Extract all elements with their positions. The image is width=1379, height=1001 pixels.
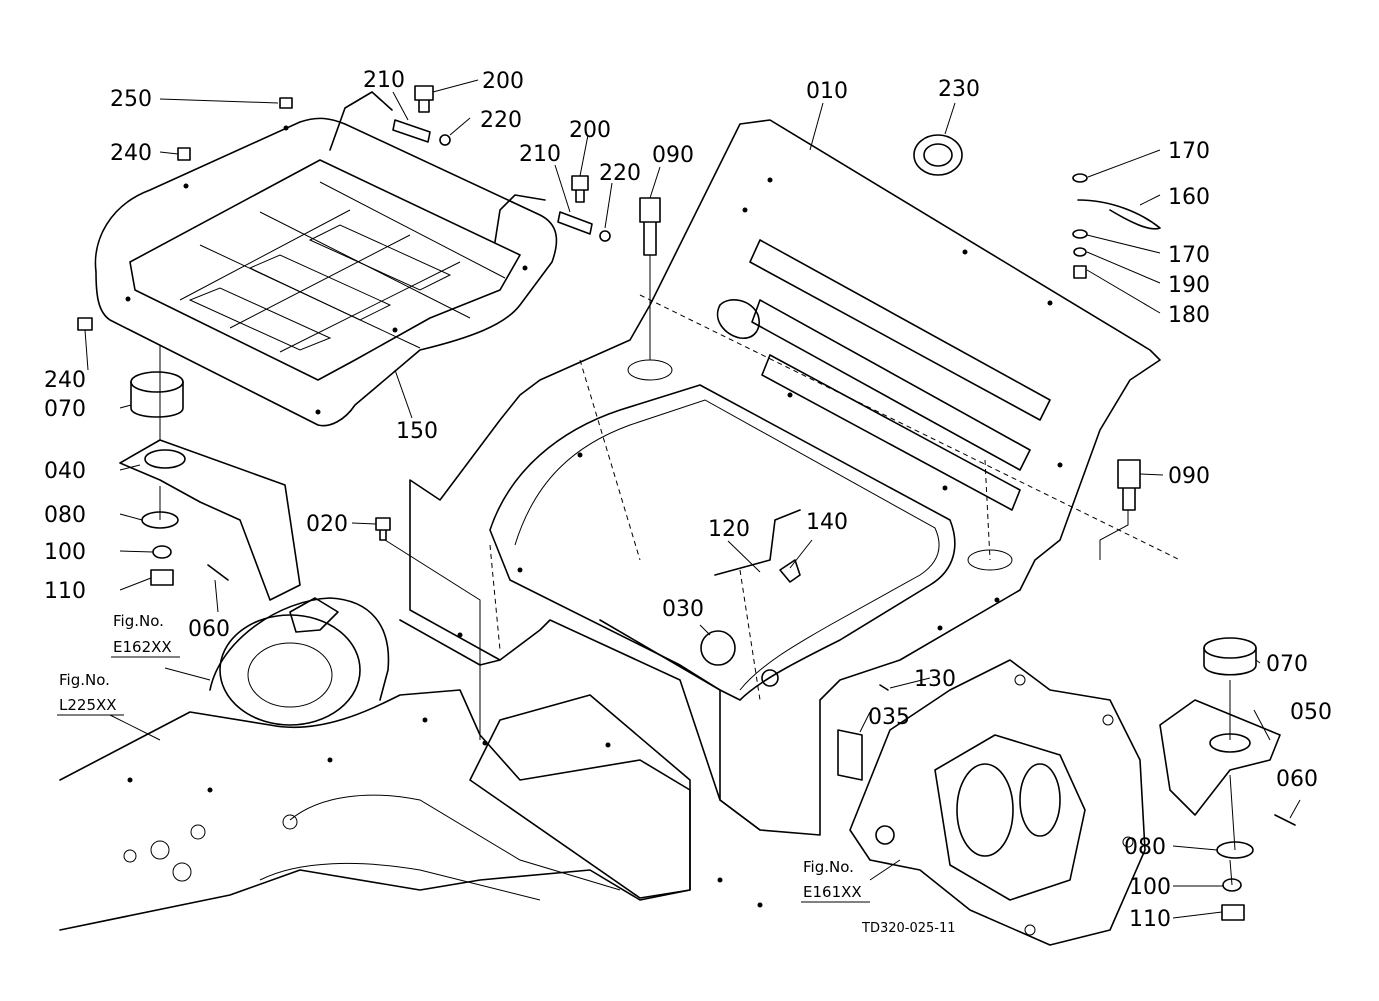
callout-110: 110 xyxy=(44,579,86,604)
callout-250: 250 xyxy=(110,87,152,112)
floor-frame xyxy=(59,689,763,931)
callout-240: 240 xyxy=(44,368,86,393)
callout-210: 210 xyxy=(363,68,405,93)
callout-080: 080 xyxy=(44,503,86,528)
callout-060: 060 xyxy=(1276,767,1318,792)
callout-labels: 250 210 200 220 240 200 210 220 090 010 … xyxy=(44,68,1332,932)
flywheel-housing xyxy=(209,597,390,726)
callout-040: 040 xyxy=(44,459,86,484)
callout-120: 120 xyxy=(708,517,750,542)
callout-090: 090 xyxy=(1168,464,1210,489)
fig-ref-code: E162XX xyxy=(113,638,172,656)
transmission-case xyxy=(849,659,1146,946)
callout-220: 220 xyxy=(480,108,522,133)
drawing-code: TD320-025-11 xyxy=(861,921,956,936)
deck-010 xyxy=(399,119,1181,836)
callout-160: 160 xyxy=(1168,185,1210,210)
callout-060: 060 xyxy=(188,617,230,642)
callout-240: 240 xyxy=(110,141,152,166)
callout-110: 110 xyxy=(1129,907,1171,932)
callout-170: 170 xyxy=(1168,243,1210,268)
leader-lines xyxy=(84,79,1301,919)
callout-080: 080 xyxy=(1124,835,1166,860)
callout-050: 050 xyxy=(1290,700,1332,725)
callout-230: 230 xyxy=(938,77,980,102)
callout-070: 070 xyxy=(1266,652,1308,677)
callout-100: 100 xyxy=(1129,875,1171,900)
callout-150: 150 xyxy=(396,419,438,444)
fig-ref-code: E161XX xyxy=(803,883,862,901)
callout-180: 180 xyxy=(1168,303,1210,328)
fig-ref-label: Fig.No. xyxy=(113,612,164,630)
callout-200: 200 xyxy=(569,118,611,143)
callout-020: 020 xyxy=(306,512,348,537)
callout-210: 210 xyxy=(519,142,561,167)
callout-070: 070 xyxy=(44,397,86,422)
callout-010: 010 xyxy=(806,79,848,104)
callout-035: 035 xyxy=(868,705,910,730)
cargo-rack-150 xyxy=(94,91,558,427)
fig-ref-label: Fig.No. xyxy=(803,858,854,876)
callout-190: 190 xyxy=(1168,273,1210,298)
callout-170: 170 xyxy=(1168,139,1210,164)
hardware-parts xyxy=(77,85,1296,921)
callout-220: 220 xyxy=(599,161,641,186)
callout-100: 100 xyxy=(44,540,86,565)
callout-200: 200 xyxy=(482,69,524,94)
figure-references: Fig.No. E162XX Fig.No. L225XX Fig.No. E1… xyxy=(57,612,901,903)
fig-ref-label: Fig.No. xyxy=(59,671,110,689)
callout-140: 140 xyxy=(806,510,848,535)
callout-030: 030 xyxy=(662,597,704,622)
callout-090: 090 xyxy=(652,143,694,168)
fig-ref-code: L225XX xyxy=(59,696,117,714)
callout-130: 130 xyxy=(914,667,956,692)
